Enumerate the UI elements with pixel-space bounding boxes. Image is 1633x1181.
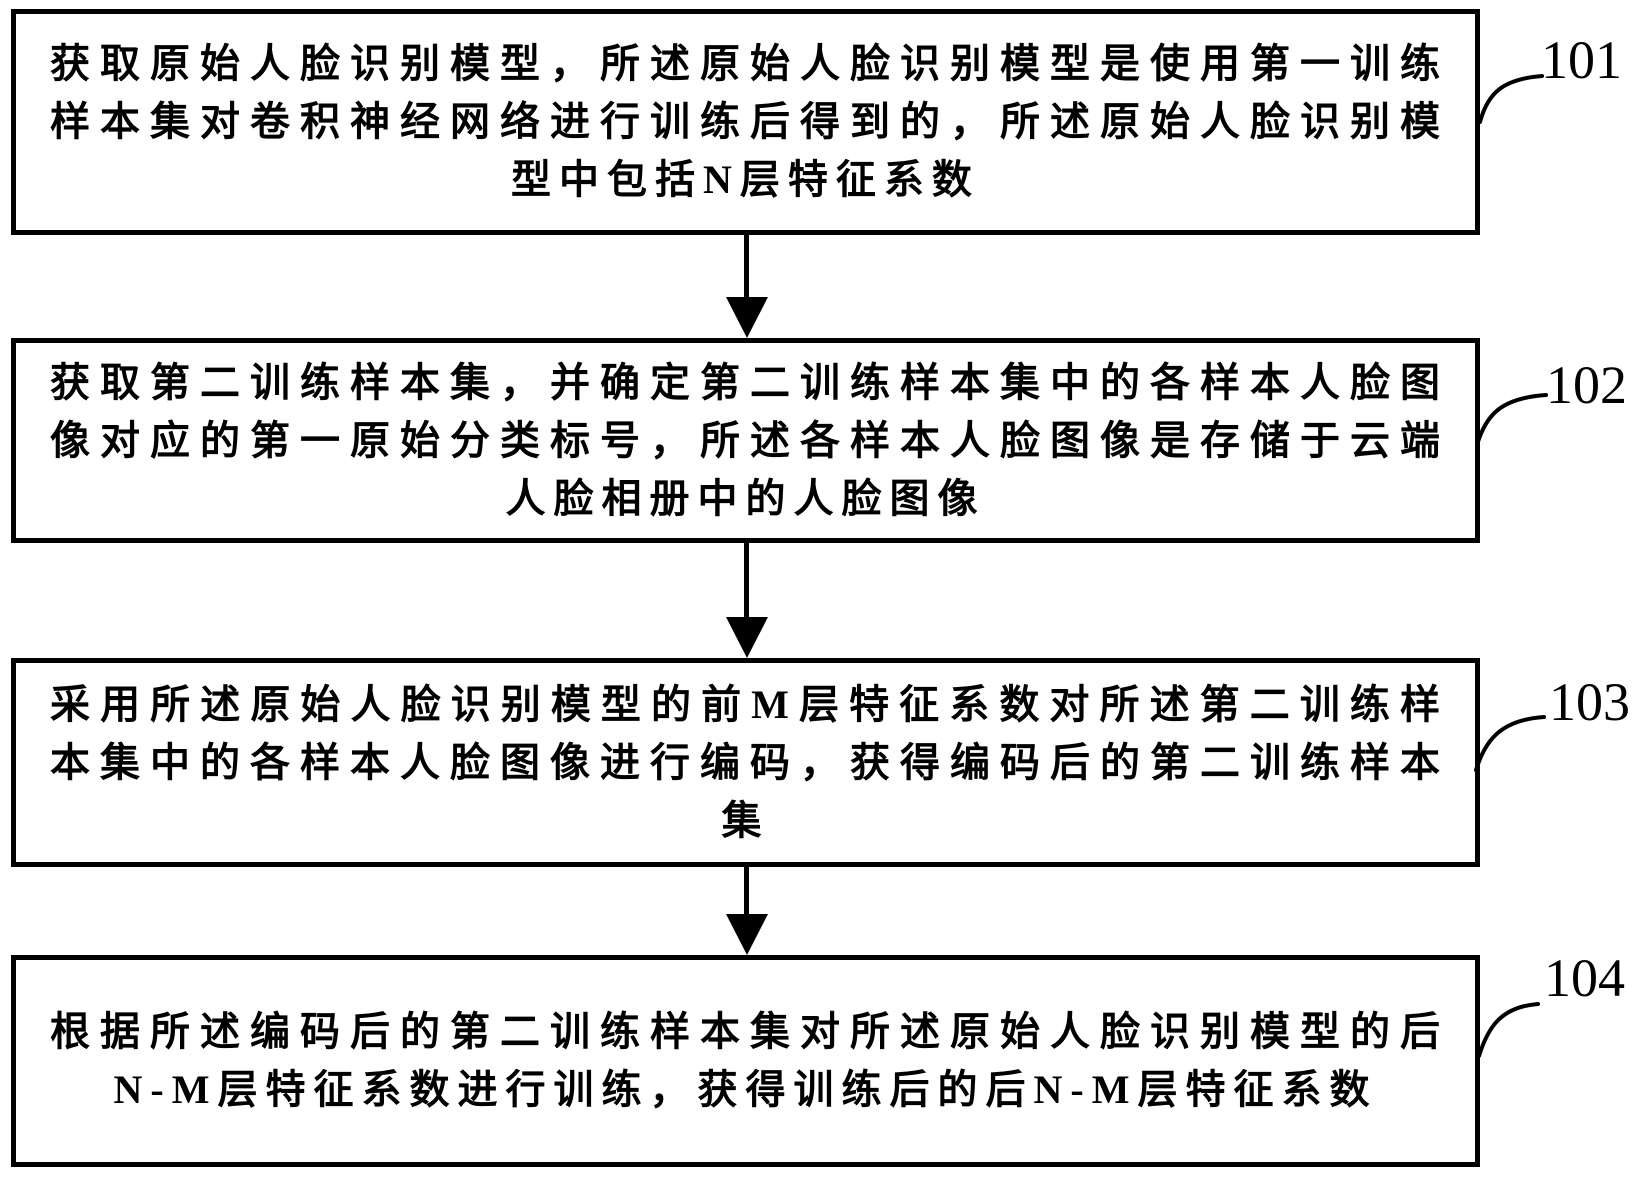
- down-arrow-icon: [726, 617, 768, 658]
- ref-numeral-104: 104: [1544, 948, 1625, 1008]
- step-104-text-line: N-M层特征系数进行训练，获得训练后的后N-M层特征系数: [113, 1067, 1378, 1112]
- ref-numeral-101: 101: [1541, 30, 1622, 90]
- leader-line-104: [1477, 1002, 1540, 1058]
- step-102-text-line: 像对应的第一原始分类标号，所述各样本人脸图像是存储于云端: [50, 417, 1441, 463]
- step-103-text-line: 集: [721, 797, 770, 843]
- step-101-text-line: 获取原始人脸识别模型，所述原始人脸识别模型是使用第一训练: [50, 41, 1441, 86]
- flow-step-box-104: 根据所述编码后的第二训练样本集对所述原始人脸识别模型的后 N-M层特征系数进行训…: [11, 955, 1480, 1167]
- ref-numeral-102: 102: [1546, 355, 1627, 415]
- step-103-text-line: 采用所述原始人脸识别模型的前M层特征系数对所述第二训练样: [50, 681, 1441, 727]
- step-102-text-line: 获取第二训练样本集，并确定第二训练样本集中的各样本人脸图: [50, 359, 1441, 405]
- flow-step-box-102: 获取第二训练样本集，并确定第二训练样本集中的各样本人脸图 像对应的第一原始分类标…: [11, 338, 1480, 543]
- down-arrow-icon: [726, 297, 768, 338]
- step-102-text-line: 人脸相册中的人脸图像: [505, 475, 986, 521]
- step-101-text-line: 型中包括N层特征系数: [511, 157, 980, 202]
- flow-step-box-101: 获取原始人脸识别模型，所述原始人脸识别模型是使用第一训练 样本集对卷积神经网络进…: [11, 9, 1480, 235]
- down-arrow-shaft-3: [744, 867, 749, 919]
- down-arrow-shaft-2: [744, 543, 749, 621]
- leader-line-103: [1474, 715, 1546, 772]
- down-arrow-shaft-1: [744, 233, 749, 301]
- step-101-text-line: 样本集对卷积神经网络进行训练后得到的，所述原始人脸识别模: [50, 99, 1441, 144]
- down-arrow-icon: [726, 914, 768, 955]
- leader-line-101: [1478, 74, 1544, 124]
- leader-line-102: [1475, 393, 1548, 447]
- step-103-text-line: 本集中的各样本人脸图像进行编码，获得编码后的第二训练样本: [50, 739, 1441, 785]
- step-104-text-line: 根据所述编码后的第二训练样本集对所述原始人脸识别模型的后: [50, 1009, 1441, 1054]
- ref-numeral-103: 103: [1549, 672, 1630, 732]
- flow-step-box-103: 采用所述原始人脸识别模型的前M层特征系数对所述第二训练样 本集中的各样本人脸图像…: [11, 658, 1480, 867]
